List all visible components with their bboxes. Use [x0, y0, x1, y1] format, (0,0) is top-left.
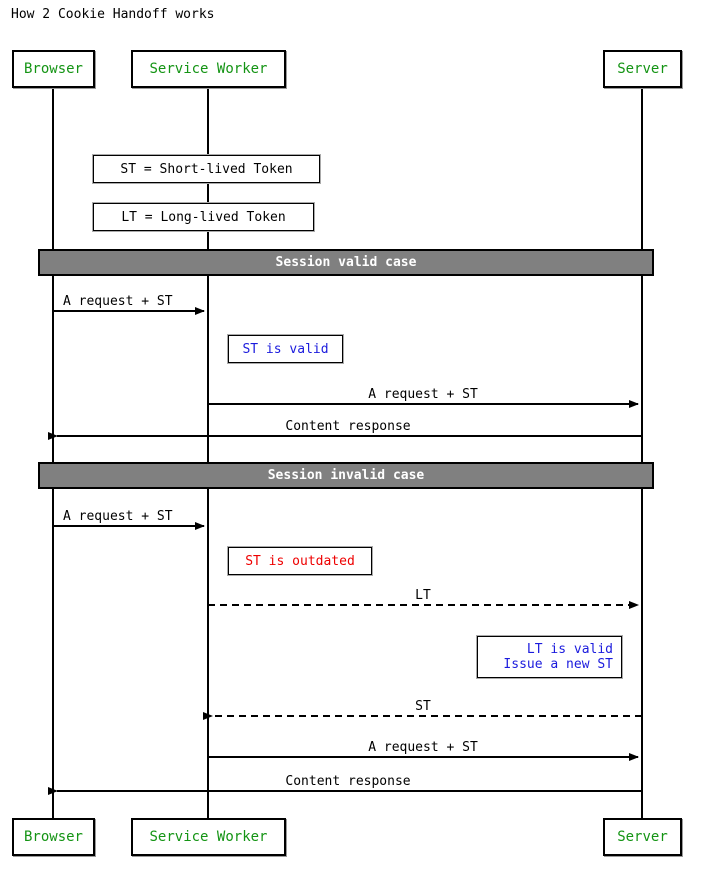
message-label-m4: A request + ST: [63, 509, 173, 524]
note-st-legend: ST = Short-lived Token: [92, 154, 321, 184]
section-bar-session-valid: Session valid case: [38, 249, 654, 276]
note-lt-legend: LT = Long-lived Token: [92, 202, 315, 232]
note-text-line-2: Issue a new ST: [503, 657, 613, 672]
participant-service-worker-bottom[interactable]: Service Worker: [131, 818, 286, 856]
participant-server-top[interactable]: Server: [603, 50, 682, 88]
message-label-m6: ST: [415, 699, 431, 714]
participant-label: Server: [617, 61, 668, 77]
page-title: How 2 Cookie Handoff works: [11, 7, 215, 22]
participant-browser-bottom[interactable]: Browser: [12, 818, 95, 856]
section-bar-session-invalid: Session invalid case: [38, 462, 654, 489]
participant-label: Service Worker: [149, 61, 268, 77]
message-label-m2: A request + ST: [368, 387, 478, 402]
message-label-m5: LT: [415, 588, 431, 603]
participant-server-bottom[interactable]: Server: [603, 818, 682, 856]
note-st-valid: ST is valid: [227, 334, 344, 364]
message-label-m7: A request + ST: [368, 740, 478, 755]
note-text: ST is outdated: [245, 553, 355, 569]
message-label-m8: Content response: [285, 774, 411, 789]
participant-label: Browser: [23, 829, 83, 845]
participant-label: Service Worker: [149, 829, 268, 845]
section-bar-label: Session valid case: [275, 255, 417, 270]
note-text: ST is valid: [242, 341, 329, 357]
participant-label: Browser: [23, 61, 83, 77]
note-lt-valid: LT is valid Issue a new ST: [476, 635, 623, 679]
note-st-outdated: ST is outdated: [227, 546, 373, 576]
message-label-m3: Content response: [285, 419, 411, 434]
note-text: LT = Long-lived Token: [121, 209, 286, 225]
participant-label: Server: [617, 829, 668, 845]
note-text: ST = Short-lived Token: [120, 161, 293, 177]
note-text-line-1: LT is valid: [526, 642, 613, 657]
section-bar-label: Session invalid case: [267, 468, 425, 483]
participant-browser-top[interactable]: Browser: [12, 50, 95, 88]
participant-service-worker-top[interactable]: Service Worker: [131, 50, 286, 88]
message-label-m1: A request + ST: [63, 294, 173, 309]
